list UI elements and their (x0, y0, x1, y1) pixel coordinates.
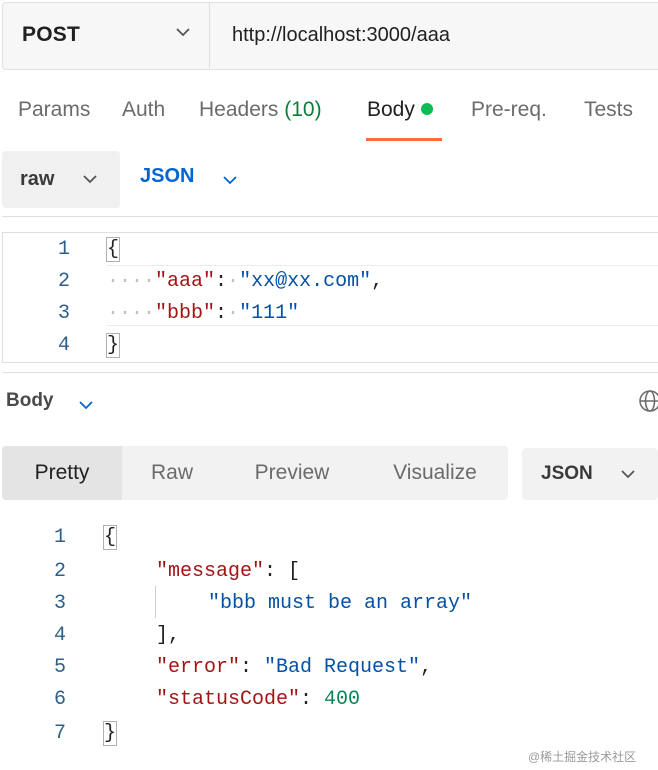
line-number: 4 (57, 334, 70, 357)
code-line: "statusCode": 400 (156, 688, 361, 711)
json-value: "Bad Request" (264, 656, 421, 679)
response-format-label: JSON (541, 463, 593, 484)
code-line: ····"bbb":·"111" (107, 302, 300, 325)
open-brace: { (105, 237, 121, 262)
divider (2, 362, 658, 363)
tab-headers-count: (10) (284, 98, 322, 121)
json-value: "xx@xx.com" (239, 270, 372, 293)
line-number: 2 (57, 270, 70, 293)
indent-guide (155, 586, 156, 618)
divider (2, 216, 658, 217)
watermark: @稀土掘金技术社区 (528, 750, 637, 764)
line-number: 5 (53, 656, 66, 679)
tab-body[interactable]: Body (367, 98, 433, 122)
method-label: POST (22, 23, 80, 46)
request-bar (2, 2, 658, 70)
method-select[interactable]: POST (2, 2, 210, 68)
tab-prereq[interactable]: Pre-req. (471, 98, 547, 121)
json-key: "error" (156, 656, 241, 679)
json-key: "statusCode" (156, 688, 301, 711)
request-body-editor[interactable] (2, 232, 658, 362)
line-number: 3 (53, 592, 66, 615)
chevron-down-icon[interactable] (222, 172, 238, 188)
json-value: 400 (324, 688, 361, 711)
code-line: "error": "Bad Request", (156, 656, 433, 679)
tab-params[interactable]: Params (18, 98, 91, 121)
close-brace: } (105, 333, 121, 358)
body-mode-select[interactable]: raw (2, 151, 120, 208)
line-number: 6 (53, 688, 66, 711)
tab-tests[interactable]: Tests (584, 98, 634, 121)
response-format-select[interactable]: JSON (522, 448, 658, 500)
code-line: "message": [ (156, 560, 301, 583)
line-number: 7 (53, 722, 66, 745)
line-number: 1 (53, 526, 66, 549)
chevron-down-icon (176, 28, 190, 37)
response-body-label[interactable]: Body (6, 390, 54, 411)
chevron-down-icon (621, 470, 635, 479)
view-tab-raw[interactable]: Raw (150, 461, 193, 484)
open-brace: { (102, 525, 118, 550)
view-tab-visualize[interactable]: Visualize (393, 461, 477, 484)
json-value: "111" (239, 302, 300, 325)
divider (2, 372, 658, 373)
tab-headers-label: Headers (199, 98, 279, 121)
line-number: 4 (53, 624, 66, 647)
json-key: "aaa" (155, 270, 216, 293)
line-number: 3 (57, 302, 70, 325)
json-value: "bbb must be an array" (208, 592, 473, 615)
open-bracket: [ (288, 560, 301, 583)
divider (2, 232, 658, 233)
body-modified-dot (420, 103, 433, 116)
json-key: "bbb" (155, 302, 216, 325)
view-tab-pretty[interactable]: Pretty (2, 446, 122, 500)
tab-headers[interactable]: Headers (10) (199, 98, 322, 122)
url-input[interactable]: http://localhost:3000/aaa (232, 23, 450, 46)
globe-icon[interactable] (638, 389, 658, 413)
tab-body-label: Body (367, 98, 415, 121)
tab-auth[interactable]: Auth (122, 98, 166, 121)
active-tab-indicator (366, 138, 442, 141)
chevron-down-icon[interactable] (78, 397, 94, 413)
json-key: "message" (156, 560, 265, 583)
line-number: 1 (57, 238, 70, 261)
code-line: ····"aaa":·"xx@xx.com", (107, 270, 384, 293)
close-bracket: ], (156, 624, 181, 647)
view-tab-preview[interactable]: Preview (254, 461, 330, 484)
line-highlight-bottom (107, 325, 658, 326)
body-mode-label: raw (20, 168, 55, 190)
chevron-down-icon (83, 175, 97, 184)
body-language-select[interactable]: JSON (140, 165, 195, 187)
line-number: 2 (53, 560, 66, 583)
line-highlight-top (107, 265, 658, 266)
close-brace: } (102, 721, 118, 746)
